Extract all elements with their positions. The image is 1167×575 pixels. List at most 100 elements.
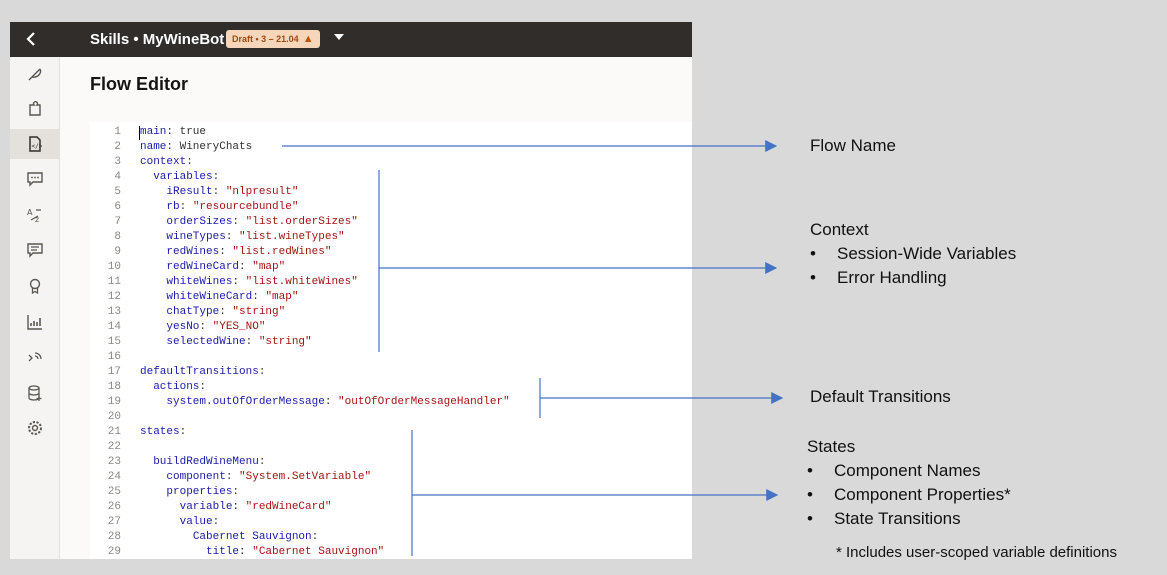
line-number: 4 — [114, 171, 121, 183]
line-number: 15 — [107, 336, 121, 348]
code-line[interactable]: name: WineryChats — [140, 141, 253, 153]
code-line[interactable]: redWines: "list.redWines" — [166, 246, 332, 258]
states-bullet-2: •Component Properties* — [807, 485, 1011, 504]
warning-icon: ▲ — [302, 33, 314, 45]
line-number: 12 — [107, 291, 121, 303]
database-icon — [27, 385, 41, 401]
code-line[interactable]: states: — [140, 426, 187, 438]
line-number: 10 — [107, 261, 121, 273]
context-bullet-2: •Error Handling — [810, 268, 947, 287]
gear-icon — [27, 421, 42, 435]
breadcrumb: Skills • MyWineBot — [90, 31, 225, 48]
footnote: * Includes user-scoped variable definiti… — [836, 544, 1117, 561]
line-number: 1 — [114, 126, 121, 138]
code-line[interactable]: iResult: "nlpresult" — [166, 186, 299, 198]
sidebar-item-settings[interactable] — [10, 413, 59, 443]
code-line[interactable]: chatType: "string" — [166, 306, 286, 318]
page-title: Flow Editor — [90, 74, 188, 94]
code-line[interactable]: system.outOfOrderMessage: "outOfOrderMes… — [166, 396, 510, 408]
code-line[interactable]: wineTypes: "list.wineTypes" — [166, 231, 345, 243]
code-line[interactable]: whiteWineCard: "map" — [166, 291, 299, 303]
code-line[interactable]: yesNo: "YES_NO" — [166, 321, 266, 333]
code-line[interactable]: value: — [179, 516, 220, 528]
annotation-states: States — [807, 437, 856, 456]
line-number: 23 — [107, 456, 121, 468]
code-line[interactable]: variable: "redWineCard" — [179, 501, 332, 513]
feather-icon — [28, 68, 41, 81]
annotation-default-transitions: Default Transitions — [810, 387, 951, 406]
app-window: Skills • MyWineBot Draft • 3 – 21.04▲ </… — [10, 22, 692, 559]
chart-icon — [26, 315, 42, 330]
status-badge: Draft • 3 – 21.04▲ — [226, 30, 320, 48]
line-number: 16 — [107, 351, 121, 363]
line-number: 11 — [107, 276, 121, 288]
chevron-left-icon[interactable] — [24, 30, 38, 48]
line-number: 7 — [114, 216, 121, 228]
code-line[interactable]: redWineCard: "map" — [166, 261, 286, 273]
badge-label: Draft • 3 – 21.04 — [232, 34, 299, 44]
line-number: 9 — [114, 246, 121, 258]
line-number: 26 — [107, 501, 121, 513]
line-number: 13 — [107, 306, 121, 318]
sidebar-item-data[interactable] — [10, 378, 59, 408]
code-line[interactable]: actions: — [153, 381, 207, 393]
line-number: 8 — [114, 231, 121, 243]
line-number: 20 — [107, 411, 121, 423]
code-line[interactable]: variables: — [153, 171, 220, 183]
line-number: 18 — [107, 381, 121, 393]
states-bullet-3: •State Transitions — [807, 509, 961, 528]
sidebar-item-chat[interactable] — [10, 164, 59, 194]
svg-text:z: z — [35, 215, 39, 224]
text-cursor — [139, 126, 140, 140]
sidebar-item-badge[interactable] — [10, 271, 59, 301]
code-line[interactable]: whiteWines: "list.whiteWines" — [166, 276, 358, 288]
code-line[interactable]: main: true — [140, 126, 207, 138]
line-number: 2 — [114, 141, 121, 153]
context-bullet-1: •Session-Wide Variables — [810, 244, 1017, 263]
line-number: 21 — [107, 426, 121, 438]
code-line[interactable]: rb: "resourcebundle" — [166, 201, 299, 213]
line-number: 24 — [107, 471, 121, 483]
code-line[interactable]: buildRedWineMenu: — [153, 456, 266, 468]
chat-icon — [26, 172, 43, 187]
code-line[interactable]: selectedWine: "string" — [166, 336, 312, 348]
sidebar-item-channels[interactable] — [10, 343, 59, 373]
states-bullet-1: •Component Names — [807, 461, 981, 480]
svg-text:A: A — [27, 208, 33, 217]
line-number: 28 — [107, 531, 121, 543]
line-number: 5 — [114, 186, 121, 198]
code-line[interactable]: context: — [140, 156, 193, 168]
translate-icon: Az — [27, 208, 41, 224]
line-number: 19 — [107, 396, 121, 408]
sidebar-item-messages[interactable] — [10, 235, 59, 265]
message-list-icon — [26, 243, 43, 258]
code-line[interactable]: component: "System.SetVariable" — [166, 471, 372, 483]
code-line[interactable]: Cabernet Sauvignon: — [192, 531, 319, 543]
sidebar-item-puzzle[interactable] — [10, 94, 59, 124]
puzzle-icon — [28, 101, 41, 116]
line-number: 17 — [107, 366, 121, 378]
code-line[interactable]: title: "Cabernet Sauvignon" — [206, 546, 385, 558]
sidebar-item-insights[interactable] — [10, 307, 59, 337]
code-line[interactable]: defaultTransitions: — [140, 366, 266, 378]
line-number: 22 — [107, 441, 121, 453]
flow-code-icon: </> — [28, 136, 42, 152]
sidebar-item-flows[interactable]: </> — [10, 129, 59, 159]
line-number: 6 — [114, 201, 121, 213]
annotation-flow-name: Flow Name — [810, 136, 896, 155]
code-lines[interactable]: main: true name: WineryChats context: vari… — [140, 125, 510, 559]
line-number: 14 — [107, 321, 121, 333]
annotation-context: Context — [810, 220, 869, 239]
line-number: 29 — [107, 546, 121, 558]
code-line[interactable]: properties: — [166, 486, 240, 498]
caret-down-icon[interactable] — [334, 34, 344, 40]
sidebar-item-feather[interactable] — [10, 59, 59, 89]
line-number: 27 — [107, 516, 121, 528]
top-bar: Skills • MyWineBot Draft • 3 – 21.04▲ — [10, 22, 692, 57]
code-line[interactable]: orderSizes: "list.orderSizes" — [166, 216, 358, 228]
